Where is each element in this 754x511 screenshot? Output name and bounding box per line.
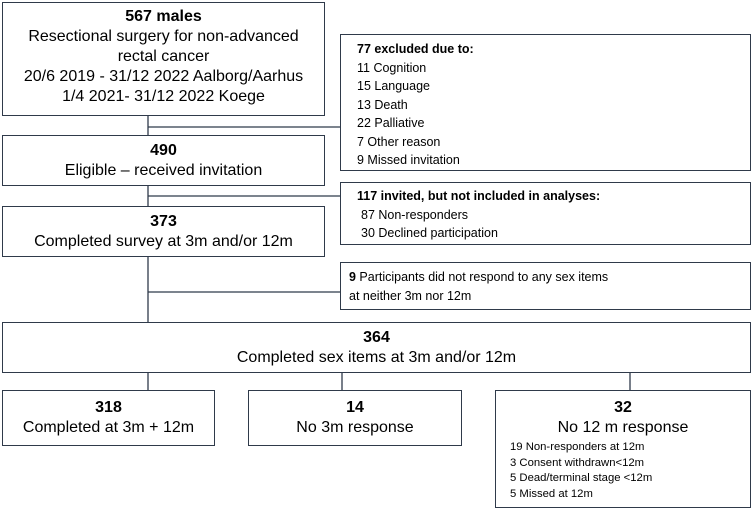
- not-included-box: 117 invited, but not included in analyse…: [340, 182, 751, 245]
- excluded-item: 11 Cognition: [357, 60, 427, 75]
- excluded-box: 77 excluded due to: 11 Cognition 15 Lang…: [340, 34, 751, 171]
- no-12m-box: 32 No 12 m response 19 Non-responders at…: [495, 390, 751, 508]
- no-sex-items-text-2: at neither 3m nor 12m: [349, 288, 472, 303]
- no-sex-items-count: 9: [349, 270, 356, 284]
- no-12m-item: 5 Dead/terminal stage <12m: [510, 472, 653, 484]
- completed-survey-box: 373 Completed survey at 3m and/or 12m: [2, 206, 325, 257]
- start-line: 20/6 2019 - 31/12 2022 Aalborg/Aarhus: [23, 68, 304, 85]
- not-included-header: 117 invited, but not included in analyse…: [357, 189, 601, 203]
- completed-both-count: 318: [95, 399, 122, 416]
- no-sex-items-box: 9 Participants did not respond to any se…: [340, 262, 751, 310]
- completed-both-box: 318 Completed at 3m + 12m: [2, 390, 215, 446]
- no-12m-details: 19 Non-responders at 12m 3 Consent withd…: [496, 438, 750, 502]
- start-line: Resectional surgery for non-advanced: [28, 28, 299, 45]
- completed-both-label: Completed at 3m + 12m: [22, 419, 195, 436]
- no-3m-box: 14 No 3m response: [248, 390, 462, 446]
- eligible-label: Eligible – received invitation: [64, 162, 263, 179]
- eligible-box: 490 Eligible – received invitation: [2, 135, 325, 186]
- excluded-header: 77 excluded due to:: [357, 42, 474, 56]
- no-12m-count: 32: [614, 399, 632, 416]
- completed-survey-count: 373: [150, 213, 177, 230]
- excluded-item: 9 Missed invitation: [357, 153, 460, 167]
- no-12m-item: 5 Missed at 12m: [510, 487, 593, 500]
- completed-survey-label: Completed survey at 3m and/or 12m: [34, 233, 293, 250]
- completed-sex-box: 364 Completed sex items at 3m and/or 12m: [2, 322, 751, 373]
- not-included-item: 87 Non-responders: [361, 207, 469, 222]
- start-line: rectal cancer: [117, 48, 210, 65]
- excluded-item: 15 Language: [357, 79, 430, 93]
- eligible-count: 490: [150, 142, 177, 159]
- excluded-item: 22 Palliative: [357, 116, 425, 130]
- no-sex-items-text: Participants did not respond to any sex …: [355, 270, 609, 284]
- start-line: 1/4 2021- 31/12 2022 Koege: [62, 88, 265, 105]
- no-3m-label: No 3m response: [296, 419, 414, 436]
- excluded-item: 13 Death: [357, 97, 408, 112]
- not-included-item: 30 Declined participation: [361, 226, 498, 240]
- no-12m-label: No 12 m response: [557, 419, 689, 436]
- excluded-item: 7 Other reason: [357, 134, 441, 149]
- no-12m-item: 3 Consent withdrawn<12m: [510, 456, 645, 469]
- completed-sex-count: 364: [363, 329, 390, 346]
- completed-sex-label: Completed sex items at 3m and/or 12m: [236, 349, 517, 366]
- total-males-count: 567 males: [125, 8, 202, 25]
- total-males-box: 567 males Resectional surgery for non-ad…: [2, 2, 325, 116]
- no-3m-count: 14: [346, 399, 364, 416]
- no-12m-item: 19 Non-responders at 12m: [510, 441, 645, 453]
